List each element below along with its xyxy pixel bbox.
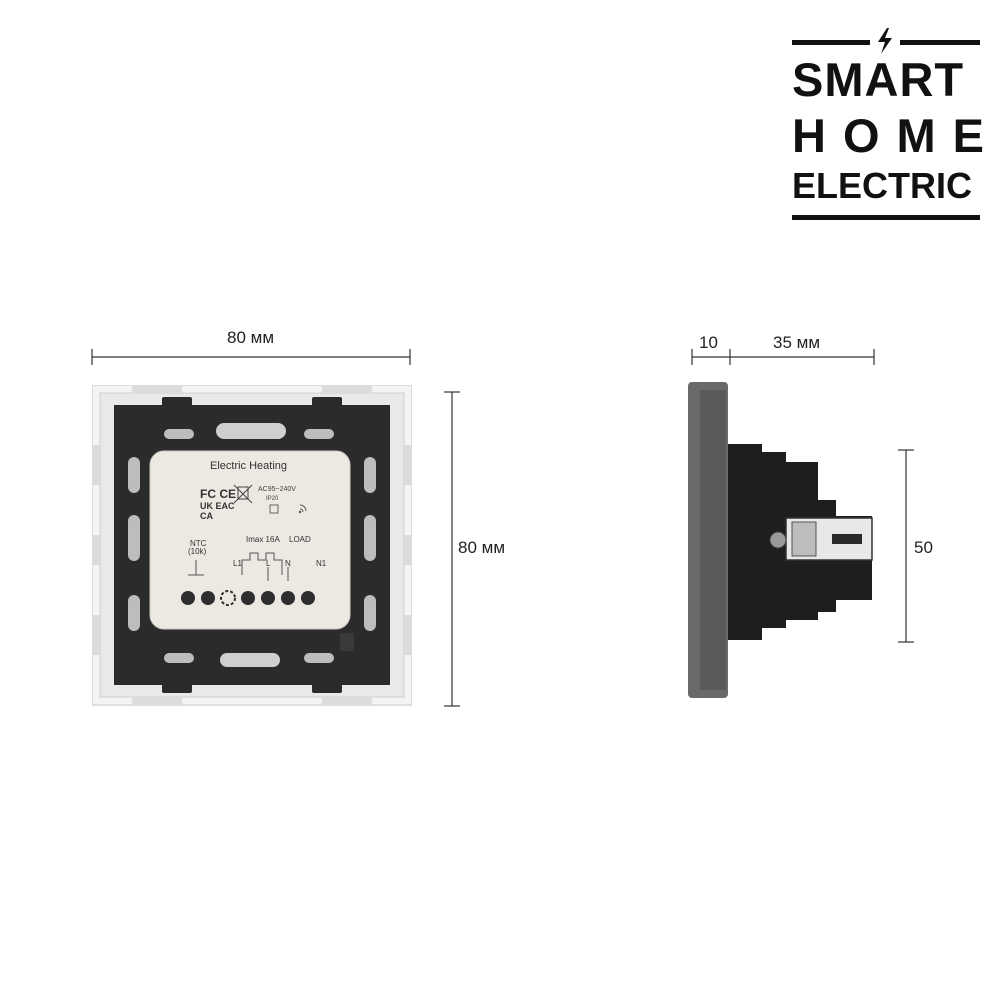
- lightning-bolt-icon: [878, 28, 892, 54]
- front-height-label: 80 мм: [458, 538, 506, 557]
- logo-top-rule-right: [900, 40, 980, 45]
- logo-top-rule-left: [792, 40, 870, 45]
- terminal-l1-label: L1: [233, 559, 242, 568]
- side-height-dimension-line: [898, 449, 914, 643]
- thermostat-front-view: [92, 385, 412, 706]
- front-width-label: 80 мм: [227, 328, 275, 347]
- ntc-value: (10k): [188, 547, 207, 556]
- side-depth-dimension-line: [691, 349, 875, 365]
- side-back-depth-label: 35 мм: [773, 333, 821, 352]
- logo-word-home: HOME: [792, 109, 1000, 162]
- imax-label: Imax 16A: [246, 535, 280, 544]
- cert-marks-fc-ce: FC CE: [200, 487, 236, 501]
- front-height-dimension-line: [444, 391, 460, 707]
- side-screw: [769, 531, 787, 549]
- module-face: [149, 450, 351, 630]
- thermostat-side-view: [688, 382, 873, 698]
- logo-bottom-rule: [792, 215, 980, 220]
- module-title: Electric Heating: [210, 460, 288, 472]
- logo-word-electric: ELECTRIC: [792, 165, 972, 206]
- cert-marks-uk-eac: UK EAC: [200, 501, 235, 511]
- terminal-n-label: N: [285, 559, 291, 568]
- terminal-l-label: L: [266, 559, 271, 568]
- ip-rating-label: IP20: [266, 496, 279, 502]
- logo-word-smart: SMART: [792, 53, 965, 106]
- terminal-block: [181, 590, 315, 606]
- side-height-label: 50: [914, 538, 933, 557]
- load-label: LOAD: [289, 535, 311, 544]
- ntc-label: NTC: [190, 539, 207, 548]
- cert-marks-ca: CA: [200, 511, 213, 521]
- terminal-n1-label: N1: [316, 559, 327, 568]
- front-width-dimension-line: [91, 349, 411, 365]
- voltage-label: AC95~240V: [258, 486, 296, 493]
- weee-bin-icon: [233, 484, 253, 504]
- side-front-depth-label: 10: [699, 333, 718, 352]
- brand-logo: SMART HOME ELECTRIC: [792, 28, 1000, 224]
